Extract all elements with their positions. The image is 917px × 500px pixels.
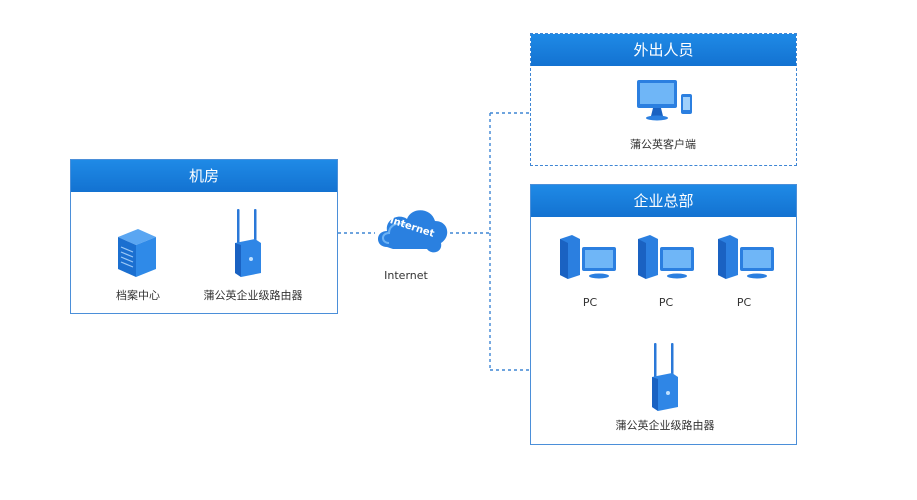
pc-icon — [718, 235, 774, 279]
pc-icon — [560, 235, 616, 279]
server-room-title: 机房 — [71, 160, 337, 192]
server-room-router-label: 蒲公英企业级路由器 — [203, 289, 303, 302]
server-icon — [118, 229, 156, 277]
hq-router-label: 蒲公英企业级路由器 — [615, 419, 715, 432]
desktop-and-phone-icon — [637, 80, 692, 121]
pc-icon — [638, 235, 694, 279]
pc-label: PC — [582, 296, 598, 309]
cloud-icon — [378, 210, 448, 253]
pc-label: PC — [736, 296, 752, 309]
router-icon — [235, 209, 261, 277]
internet-label: Internet — [384, 269, 428, 282]
router-icon — [652, 343, 678, 411]
headquarters-title: 企业总部 — [531, 185, 796, 217]
pc-label: PC — [658, 296, 674, 309]
remote-staff-title: 外出人员 — [531, 34, 796, 66]
server-room-panel: 机房 — [70, 159, 338, 314]
client-label: 蒲公英客户端 — [630, 138, 696, 151]
archive-center-label: 档案中心 — [116, 289, 160, 302]
